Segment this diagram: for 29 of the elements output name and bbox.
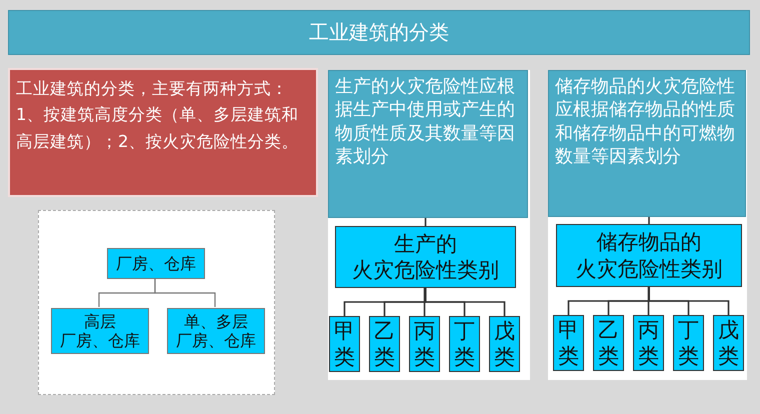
class-box: 乙类 bbox=[593, 315, 624, 371]
connector-line bbox=[648, 217, 650, 224]
category-box: 生产的 火灾危险性类别 bbox=[335, 226, 516, 288]
panel-background bbox=[38, 210, 275, 395]
note-box: 工业建筑的分类，主要有两种方式：1、按建筑高度分类（单、多层建筑和高层建筑）；2、按火灾危险性分类。 bbox=[8, 68, 318, 197]
category-box: 高层 厂房、仓库 bbox=[51, 308, 149, 354]
category-box: 储存物品的 火灾危险性类别 bbox=[556, 224, 742, 287]
description-box: 储存物品的火灾危险性应根据储存物品的性质和储存物品中的可燃物数量等因素划分 bbox=[548, 70, 746, 217]
connector-line bbox=[648, 287, 730, 315]
connector-line bbox=[424, 288, 426, 316]
panel-background bbox=[548, 70, 747, 380]
class-box: 丁类 bbox=[673, 315, 704, 371]
connector-line bbox=[424, 218, 426, 226]
class-box: 丁类 bbox=[449, 316, 480, 372]
class-box: 甲类 bbox=[329, 316, 360, 372]
connector-line bbox=[154, 278, 216, 307]
category-box: 单、多层 厂房、仓库 bbox=[167, 308, 265, 354]
description-box: 生产的火灾危险性应根据生产中使用或产生的物质性质及其数量等因素划分 bbox=[328, 70, 528, 218]
class-box: 丙类 bbox=[409, 316, 440, 372]
connector-line bbox=[424, 288, 506, 316]
class-box: 甲类 bbox=[553, 315, 584, 371]
class-box: 戊类 bbox=[489, 316, 520, 372]
class-box: 乙类 bbox=[369, 316, 400, 372]
panel-background bbox=[328, 70, 530, 380]
category-box: 厂房、仓库 bbox=[107, 248, 205, 279]
class-box: 丙类 bbox=[633, 315, 664, 371]
class-box: 戊类 bbox=[713, 315, 744, 371]
connector-line bbox=[648, 287, 650, 315]
title-bar: 工业建筑的分类 bbox=[8, 10, 750, 55]
